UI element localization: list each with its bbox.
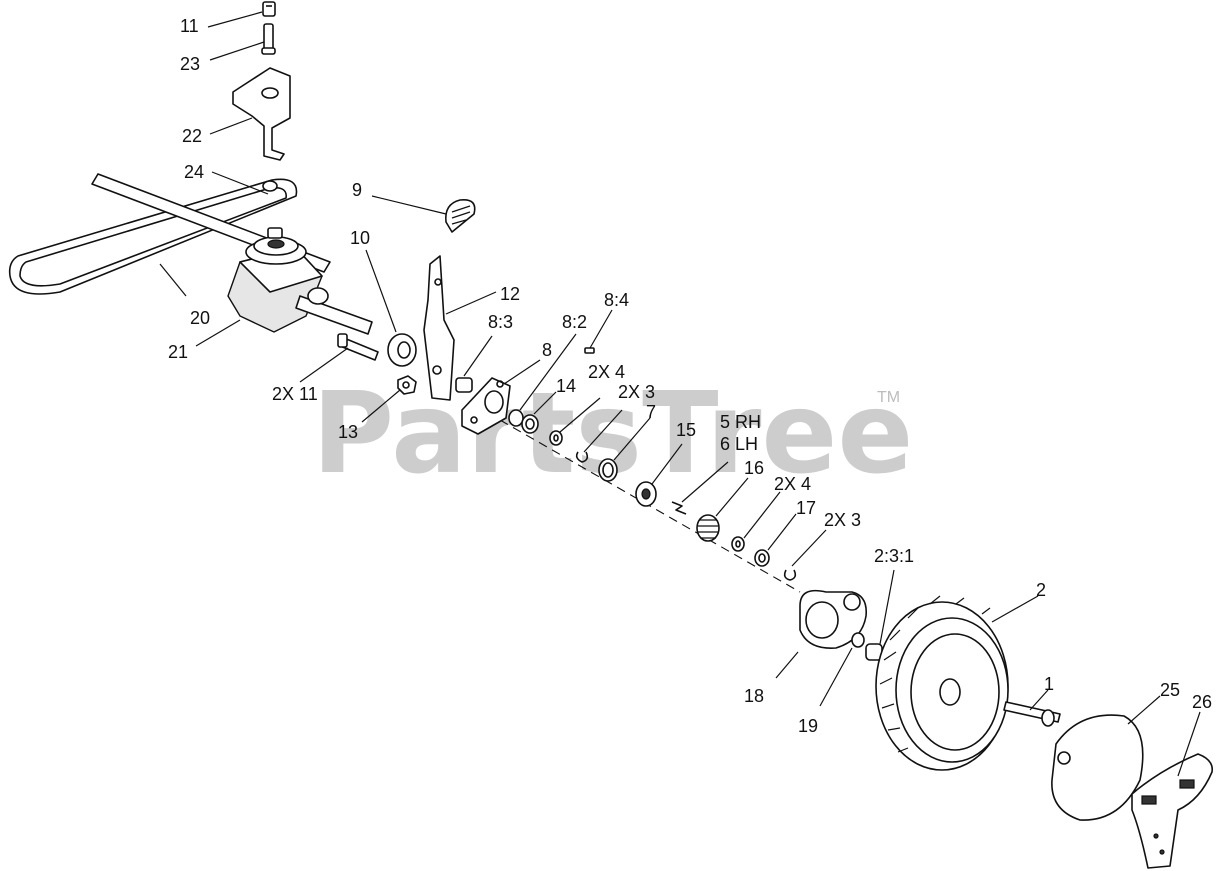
callout-26: 26 bbox=[1192, 692, 1212, 712]
plate-12-part bbox=[423, 255, 455, 401]
callout-6lh: 6 LH bbox=[720, 434, 758, 454]
callout-24: 24 bbox=[184, 162, 204, 182]
callout-12: 12 bbox=[500, 284, 520, 304]
decal-26-part bbox=[1131, 753, 1214, 869]
gear-16-part bbox=[696, 514, 720, 542]
callout-23: 23 bbox=[180, 54, 200, 74]
callout-22: 22 bbox=[182, 126, 202, 146]
callout-2x11: 2X 11 bbox=[272, 384, 318, 404]
callout-2x3-a: 2X 3 bbox=[618, 382, 655, 402]
callout-20: 20 bbox=[190, 308, 210, 328]
callout-8-4: 8:4 bbox=[604, 290, 629, 310]
washer-10-part bbox=[387, 333, 417, 367]
nut-13-part bbox=[397, 375, 417, 395]
callout-18: 18 bbox=[744, 686, 764, 706]
spring-5-6-part bbox=[671, 501, 687, 515]
leader-lines bbox=[159, 11, 1201, 777]
washer-2x4a-part bbox=[549, 430, 563, 446]
callout-19: 19 bbox=[798, 716, 818, 736]
bushing-17-part bbox=[754, 549, 770, 567]
callout-8-2: 8:2 bbox=[562, 312, 587, 332]
bolt-11-part bbox=[262, 1, 276, 17]
callout-13: 13 bbox=[338, 422, 358, 442]
callout-2: 2 bbox=[1036, 580, 1046, 600]
pin-8-4-part bbox=[584, 347, 595, 354]
bolt-1-part bbox=[1003, 701, 1061, 727]
bracket-22-part bbox=[232, 67, 291, 161]
pin-23-part bbox=[261, 23, 276, 55]
callout-2x4-a: 2X 4 bbox=[588, 362, 625, 382]
callout-21: 21 bbox=[168, 342, 188, 362]
callout-16: 16 bbox=[744, 458, 764, 478]
transmission-21-part bbox=[227, 227, 373, 335]
belt-20-part bbox=[8, 178, 298, 295]
washer-2x4b-part bbox=[731, 536, 745, 552]
knob-9-part bbox=[444, 198, 476, 233]
callout-8: 8 bbox=[542, 340, 552, 360]
axle-centerline bbox=[499, 419, 801, 593]
callout-2x3-b: 2X 3 bbox=[824, 510, 861, 530]
callout-15: 15 bbox=[676, 420, 696, 440]
wheel-2-part bbox=[875, 595, 1009, 771]
callout-1: 1 bbox=[1044, 674, 1054, 694]
callout-14: 14 bbox=[556, 376, 576, 396]
washer-14-part bbox=[521, 414, 539, 434]
clip-2x3a-part bbox=[575, 451, 589, 463]
callout-7: 7 bbox=[646, 402, 656, 422]
ring-7-part bbox=[598, 458, 618, 482]
callout-11: 11 bbox=[180, 16, 199, 36]
callout-5rh: 5 RH bbox=[720, 412, 761, 432]
bushing-8-3-part bbox=[455, 377, 473, 393]
callout-17: 17 bbox=[796, 498, 816, 518]
callout-2-3-1: 2:3:1 bbox=[874, 546, 914, 566]
bushing-8-2-part bbox=[508, 409, 524, 427]
callout-10: 10 bbox=[350, 228, 370, 248]
clip-2x3b-part bbox=[783, 569, 797, 581]
callout-2x4-b: 2X 4 bbox=[774, 474, 811, 494]
housing-8-part bbox=[461, 377, 511, 435]
bolt-2x11-part bbox=[337, 333, 379, 361]
cover-25-part bbox=[1051, 714, 1144, 821]
watermark-trademark: TM bbox=[877, 389, 900, 406]
callout-25: 25 bbox=[1160, 680, 1180, 700]
washer-19-part bbox=[851, 632, 865, 648]
ratchet-15-part bbox=[635, 481, 657, 507]
callout-8-3: 8:3 bbox=[488, 312, 513, 332]
callout-9: 9 bbox=[352, 180, 362, 200]
hubcap-18-part bbox=[799, 589, 868, 649]
